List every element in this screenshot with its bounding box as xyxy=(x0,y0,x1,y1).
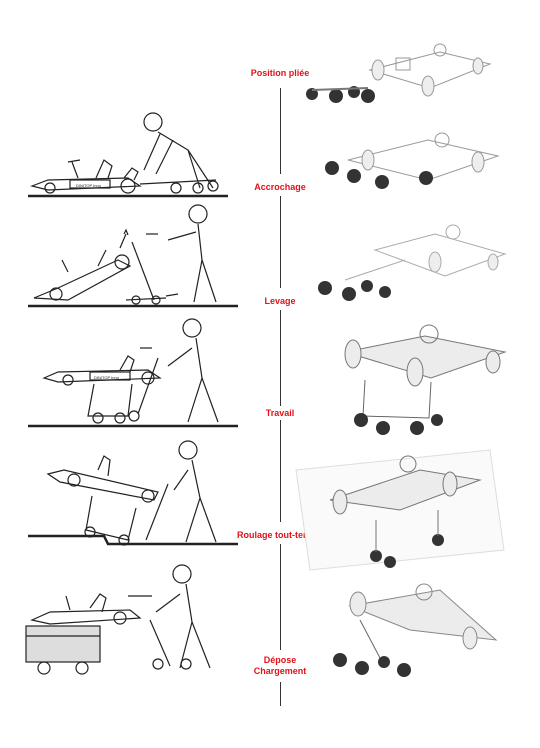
render-folded xyxy=(306,43,492,103)
render-unloading xyxy=(333,583,498,677)
step-label-hooking: Accrochage xyxy=(254,182,306,192)
step-label-folded: Position pliée xyxy=(250,68,310,78)
step-label-lifting: Levage xyxy=(264,296,296,306)
divider-line xyxy=(280,310,281,406)
divider-line xyxy=(280,682,281,706)
render-offroad xyxy=(295,449,505,571)
illustration-working: DINITOP Inno xyxy=(28,318,238,428)
illustration-offroad xyxy=(28,440,238,546)
render-lifting xyxy=(318,224,507,301)
divider-line xyxy=(280,88,281,174)
illustration-lifting xyxy=(28,204,238,308)
illustration-hooking: DINITOP Inno xyxy=(28,112,228,198)
step-label-working: Travail xyxy=(265,408,295,418)
step-label-unloading: Dépose Chargement xyxy=(253,655,307,676)
render-working xyxy=(344,324,507,435)
divider-line xyxy=(280,544,281,650)
step-label-offroad: Roulage tout-terrain xyxy=(236,530,323,540)
divider-line xyxy=(280,420,281,522)
divider-line xyxy=(280,196,281,288)
kart-logo: DINITOP Inno xyxy=(94,375,120,380)
kart-logo: DINITOP Inno xyxy=(76,183,102,188)
illustration-unloading xyxy=(25,564,211,675)
render-hooking xyxy=(325,132,500,189)
